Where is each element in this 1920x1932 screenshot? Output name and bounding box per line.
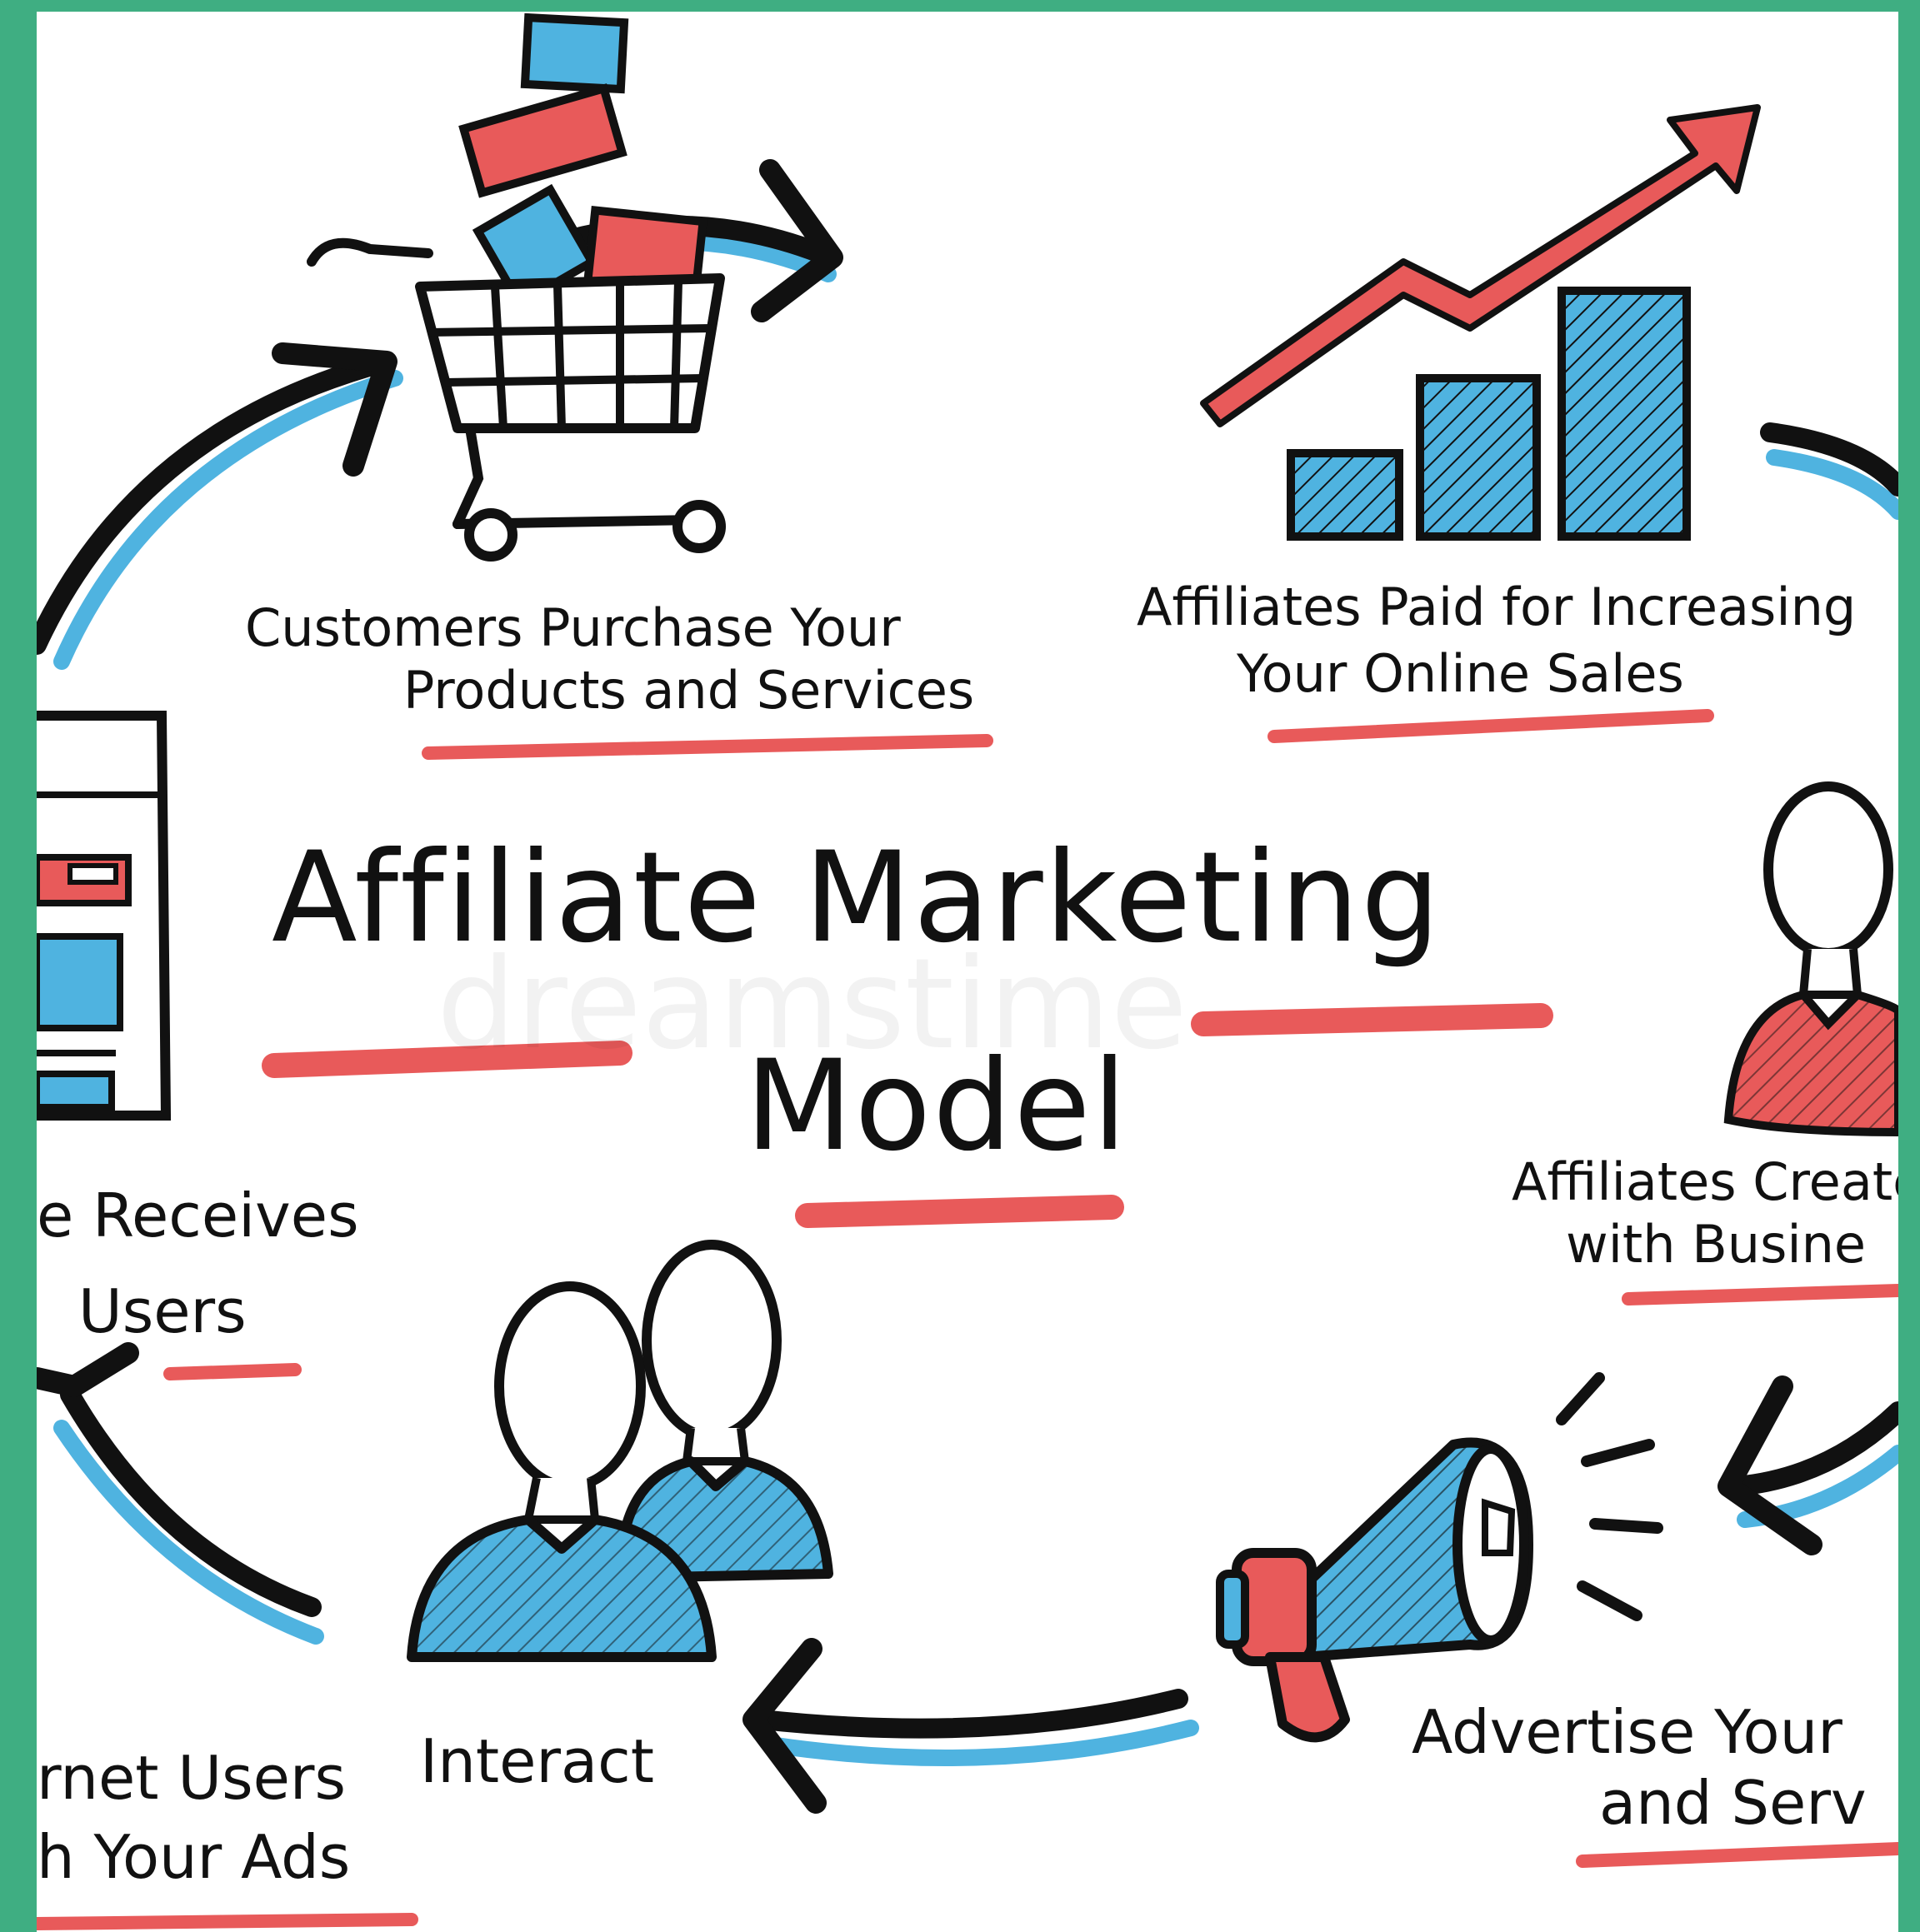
underlines — [37, 709, 1898, 1930]
arrow-chart-to-person — [1760, 422, 1898, 520]
step-paid-line2: Your Online Sales — [1237, 643, 1684, 704]
affiliate-person-icon — [1723, 781, 1898, 1137]
step-create-line2: with Busine — [1566, 1214, 1867, 1275]
internet-users-icon — [407, 1240, 833, 1662]
step-advertise-line2: and Serv — [1599, 1768, 1867, 1838]
step-paid-line1: Affiliates Paid for Increasing — [1137, 577, 1857, 637]
arrow-website-to-cart — [37, 342, 403, 670]
step-create-line1: Affiliates Create — [1512, 1151, 1898, 1212]
megaphone-icon — [1216, 1372, 1663, 1743]
diagram-canvas: dreamstime Affiliate Marketing Model Cus… — [37, 12, 1898, 1932]
shopping-cart-icon — [307, 12, 726, 562]
step-purchase-line2: Products and Services — [403, 660, 975, 721]
step-interact-line1: rnet Users — [37, 1743, 347, 1813]
step-receives-line1: e Receives — [37, 1181, 359, 1251]
arrow-users-to-website — [37, 1342, 324, 1645]
step-interact-line2: h Your Ads — [37, 1822, 351, 1892]
watermark: dreamstime — [437, 932, 1188, 1077]
step-receives-line2: Users — [78, 1276, 247, 1346]
sales-growth-chart-icon — [1200, 104, 1761, 541]
diagram-title-line2: Model — [745, 1034, 1129, 1179]
step-purchase-line1: Customers Purchase Your — [245, 597, 901, 658]
step-interact-line1b: Interact — [420, 1726, 654, 1796]
diagram-title-line1: Affiliate Marketing — [272, 826, 1442, 971]
diagram-art — [37, 12, 1898, 1930]
arrow-megaphone-to-users — [742, 1638, 1199, 1814]
website-icon — [37, 711, 172, 1121]
arrow-person-to-megaphone — [1718, 1375, 1898, 1555]
step-advertise-line1: Advertise Your — [1412, 1697, 1842, 1767]
